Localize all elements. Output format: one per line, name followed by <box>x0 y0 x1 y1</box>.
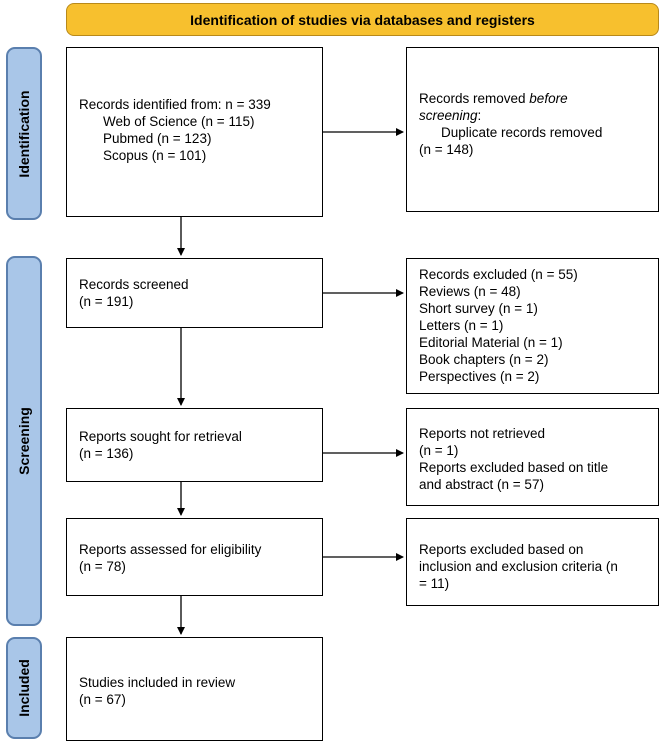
excluded-item: Reviews (n = 48) <box>419 284 521 299</box>
studies-included-label: Studies included in review <box>79 675 236 690</box>
records-removed-emphasis: before <box>529 91 568 106</box>
eligibility-excluded-line3: = 11) <box>419 576 450 591</box>
title-abstract-excluded-label: Reports excluded based on title <box>419 460 609 475</box>
header-title: Identification of studies via databases … <box>190 11 535 28</box>
source-scopus: Scopus (n = 101) <box>103 148 207 163</box>
excluded-item: Book chapters (n = 2) <box>419 352 549 367</box>
reports-assessed-label: Reports assessed for eligibility <box>79 542 262 557</box>
reports-sought-count: (n = 136) <box>79 446 134 461</box>
records-identified-total: Records identified from: n = 339 <box>79 97 271 112</box>
records-removed-box: Records removed before screening: Duplic… <box>406 47 659 212</box>
eligibility-excluded-line2: inclusion and exclusion criteria (n <box>419 559 618 574</box>
records-identified-box: Records identified from: n = 339 Web of … <box>66 47 323 217</box>
studies-included-box: Studies included in review (n = 67) <box>66 637 323 741</box>
source-pubmed: Pubmed (n = 123) <box>103 131 212 146</box>
diagram-header: Identification of studies via databases … <box>66 3 659 36</box>
duplicate-records-label: Duplicate records removed <box>441 125 603 140</box>
duplicate-records-count: (n = 148) <box>419 142 474 157</box>
records-removed-text: Records removed <box>419 91 530 106</box>
excluded-item: Editorial Material (n = 1) <box>419 335 563 350</box>
excluded-item: Letters (n = 1) <box>419 318 504 333</box>
records-removed-heading-2: screening: <box>419 107 658 124</box>
not-retrieved-label: Reports not retrieved <box>419 426 546 441</box>
excluded-item: Records excluded (n = 55) <box>419 267 578 282</box>
studies-included-count: (n = 67) <box>79 692 126 707</box>
reports-not-retrieved-box: Reports not retrieved (n = 1) Reports ex… <box>406 408 659 506</box>
records-screened-count: (n = 191) <box>79 294 134 309</box>
not-retrieved-count: (n = 1) <box>419 443 459 458</box>
records-removed-heading: Records removed before <box>419 90 658 107</box>
colon-text: : <box>477 108 482 123</box>
records-screened-box: Records screened (n = 191) <box>66 258 323 328</box>
reports-sought-box: Reports sought for retrieval (n = 136) <box>66 408 323 482</box>
records-excluded-box: Records excluded (n = 55) Reviews (n = 4… <box>406 258 659 394</box>
title-abstract-excluded-count: and abstract (n = 57) <box>419 477 544 492</box>
source-web-of-science: Web of Science (n = 115) <box>103 114 255 129</box>
reports-assessed-box: Reports assessed for eligibility (n = 78… <box>66 518 323 596</box>
phase-included: Included <box>6 637 42 739</box>
reports-sought-label: Reports sought for retrieval <box>79 429 242 444</box>
excluded-item: Perspectives (n = 2) <box>419 369 540 384</box>
eligibility-excluded-line1: Reports excluded based on <box>419 542 584 557</box>
reports-assessed-count: (n = 78) <box>79 559 126 574</box>
phase-identification: Identification <box>6 47 42 220</box>
excluded-item: Short survey (n = 1) <box>419 301 538 316</box>
phase-screening: Screening <box>6 256 42 626</box>
records-screened-label: Records screened <box>79 277 189 292</box>
screening-emphasis: screening <box>419 108 478 123</box>
eligibility-excluded-box: Reports excluded based on inclusion and … <box>406 518 659 606</box>
